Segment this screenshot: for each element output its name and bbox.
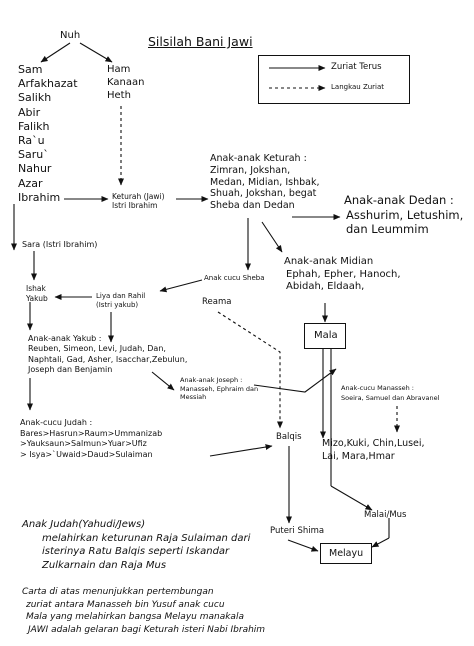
melayu-label: Melayu — [329, 548, 364, 559]
node-arfakhazat: Arfakhazat — [18, 77, 78, 91]
node-abir: Abir — [18, 105, 41, 119]
node-melayu: Melayu — [320, 543, 372, 564]
node-rau: Ra`u — [18, 134, 45, 148]
anak-dedan-line-1: Asshurim, Letushim, — [346, 207, 464, 222]
node-salikh: Salikh — [18, 91, 52, 105]
node-balqis: Balqis — [276, 432, 302, 442]
mizo-line-1: Mizo,Kuki, Chin,Lusei, — [322, 438, 425, 449]
node-sam: Sam — [18, 63, 43, 76]
anak-midian-line-1: Ephah, Epher, Hanoch, — [286, 268, 401, 280]
note-1: Anak Judah(Yahudi/Jews) melahirkan ketur… — [22, 518, 250, 572]
node-anak-cucu-judah: Anak-cucu Judah : Bares>Hasrun>Raum>Umma… — [20, 418, 162, 460]
keturah-line-1: Keturah (Jawi) — [112, 192, 165, 201]
legend-marks — [269, 65, 326, 91]
edge-nuh-ham — [79, 42, 113, 63]
note1-line-3: isterinya Ratu Balqis seperti Iskandar — [42, 546, 230, 558]
edge-reama-balqis — [217, 311, 283, 429]
node-kanaan: Kanaan — [107, 77, 145, 88]
node-falikh: Falikh — [18, 119, 50, 133]
node-keturah: Keturah (Jawi) Istri Ibrahim — [112, 192, 165, 210]
anak-keturah-line-1: Zimran, Jokshan, — [210, 164, 291, 176]
note1-line-1: Anak Judah(Yahudi/Jews) — [22, 519, 146, 530]
node-heth: Heth — [107, 90, 131, 101]
node-ishak: Ishak — [26, 284, 46, 293]
edge-judah-balqis — [209, 444, 273, 457]
node-anak-keturah: Anak-anak Keturah : Zimran, Jokshan, Med… — [210, 153, 320, 212]
anak-joseph-line-1: Manasseh, Ephraim dan — [180, 384, 259, 393]
edge-sheba-liya — [159, 279, 203, 293]
anak-keturah-line-4: Sheba dan Dedan — [210, 200, 295, 212]
edge-keturah-midian — [261, 221, 283, 253]
node-azar: Azar — [18, 176, 43, 190]
node-ibrahim: Ibrahim — [18, 190, 61, 204]
node-yakub: Yakub — [26, 293, 48, 303]
node-malai-mus: Malai/Mus — [364, 510, 407, 520]
legend-box: Zuriat Terus Langkau Zuriat — [258, 55, 410, 104]
liya-line-1: Liya dan Rahil — [96, 292, 146, 300]
node-anak-cucu-sheba: Anak cucu Sheba — [204, 274, 265, 282]
legend-solid-label: Zuriat Terus — [331, 62, 382, 72]
node-nuh: Nuh — [60, 30, 81, 41]
edge-malai-melayu-2 — [371, 537, 390, 548]
mala-label: Mala — [314, 330, 338, 341]
anak-yakub-line-1: Reuben, Simeon, Levi, Judah, Dan, — [28, 344, 166, 354]
mizo-line-2: Lai, Mara,Hmar — [322, 450, 395, 462]
liya-line-2: (Istri yakub) — [96, 300, 139, 309]
node-reama: Reama — [202, 297, 232, 307]
edge-mala-malai-horiz — [330, 485, 373, 511]
note1-line-2: melahirkan keturunan Raja Sulaiman dari — [42, 532, 251, 544]
anak-yakub-line-3: Joseph dan Benjamin — [28, 364, 113, 374]
edge-shima-melayu — [287, 539, 319, 552]
node-anak-cucu-manasseh: Anak-cucu Manasseh : Soeira, Samuel dan … — [341, 384, 439, 403]
node-anak-yakub: Anak-anak Yakub : Reuben, Simeon, Levi, … — [28, 334, 187, 375]
node-ishak-yakub: Ishak Yakub — [26, 284, 48, 303]
judah-line-2: >Yauksaun>Salmun>Yuar>Ufiz — [20, 439, 147, 449]
node-liya-rahil: Liya dan Rahil (Istri yakub) — [96, 292, 145, 309]
manasseh-line-1: Soeira, Samuel dan Abravanel — [341, 393, 440, 402]
judah-heading: Anak-cucu Judah : — [20, 418, 93, 427]
legend-dashed-label: Langkau Zuriat — [331, 83, 385, 91]
keturah-line-2: Istri Ibrahim — [112, 201, 158, 210]
anak-joseph-heading: Anak-anak Joseph : — [180, 376, 243, 384]
anak-keturah-line-3: Shuah, Jokshan, begat — [210, 188, 317, 200]
node-ham-lineage: Ham Kanaan Heth — [107, 63, 144, 102]
anak-midian-heading: Anak-anak Midian — [284, 256, 374, 267]
edge-yakub-joseph — [151, 371, 175, 391]
judah-line-3: > Isya>`Uwaid>Daud>Sulaiman — [20, 449, 153, 459]
edge-joseph-manasseh — [253, 368, 337, 393]
node-nahur: Nahur — [18, 162, 52, 176]
anak-yakub-heading: Anak-anak Yakub : — [28, 334, 102, 343]
manasseh-heading: Anak-cucu Manasseh : — [341, 384, 414, 392]
anak-joseph-line-2: Messiah — [180, 393, 207, 402]
node-mala: Mala — [304, 323, 346, 349]
node-ham: Ham — [107, 64, 131, 75]
edge-nuh-sam — [40, 42, 71, 63]
anak-midian-line-2: Abidah, Eldaah, — [286, 281, 365, 292]
anak-keturah-line-2: Medan, Midian, Ishbak, — [210, 176, 320, 188]
judah-line-1: Bares>Hasrun>Raum>Ummanizab — [20, 428, 163, 438]
node-sam-lineage: Sam Arfakhazat Salikh Abir Falikh Ra`u S… — [18, 63, 78, 205]
node-sara: Sara (Istri Ibrahim) — [22, 240, 98, 249]
node-anak-dedan: Anak-anak Dedan : Asshurim, Letushim, da… — [344, 193, 463, 237]
note1-line-4: Zulkarnain dan Raja Mus — [42, 559, 167, 571]
node-anak-midian: Anak-anak Midian Ephah, Epher, Hanoch, A… — [284, 256, 401, 294]
anak-dedan-line-2: dan Leummim — [346, 222, 429, 236]
note2-line-2: zuriat antara Manasseh bin Yusuf anak cu… — [26, 599, 225, 610]
node-puteri-shima: Puteri Shima — [270, 526, 325, 536]
diagram-title: Silsilah Bani Jawi — [148, 34, 253, 49]
node-anak-joseph: Anak-anak Joseph : Manasseh, Ephraim dan… — [180, 376, 258, 402]
anak-yakub-line-2: Naphtali, Gad, Asher, Isacchar,Zebulun, — [28, 354, 188, 364]
anak-dedan-heading: Anak-anak Dedan : — [344, 193, 454, 207]
note2-line-1: Carta di atas menunjukkan pertembungan — [22, 587, 214, 597]
anak-keturah-heading: Anak-anak Keturah : — [210, 153, 307, 164]
note2-line-4: JAWI adalah gelaran bagi Keturah isteri … — [28, 624, 266, 635]
note-2: Carta di atas menunjukkan pertembungan z… — [22, 586, 265, 636]
node-mizo-group: Mizo,Kuki, Chin,Lusei, Lai, Mara,Hmar — [322, 438, 425, 463]
node-saru: Saru` — [18, 148, 49, 162]
note2-line-3: Mala yang melahirkan bangsa Melayu manak… — [26, 612, 244, 622]
